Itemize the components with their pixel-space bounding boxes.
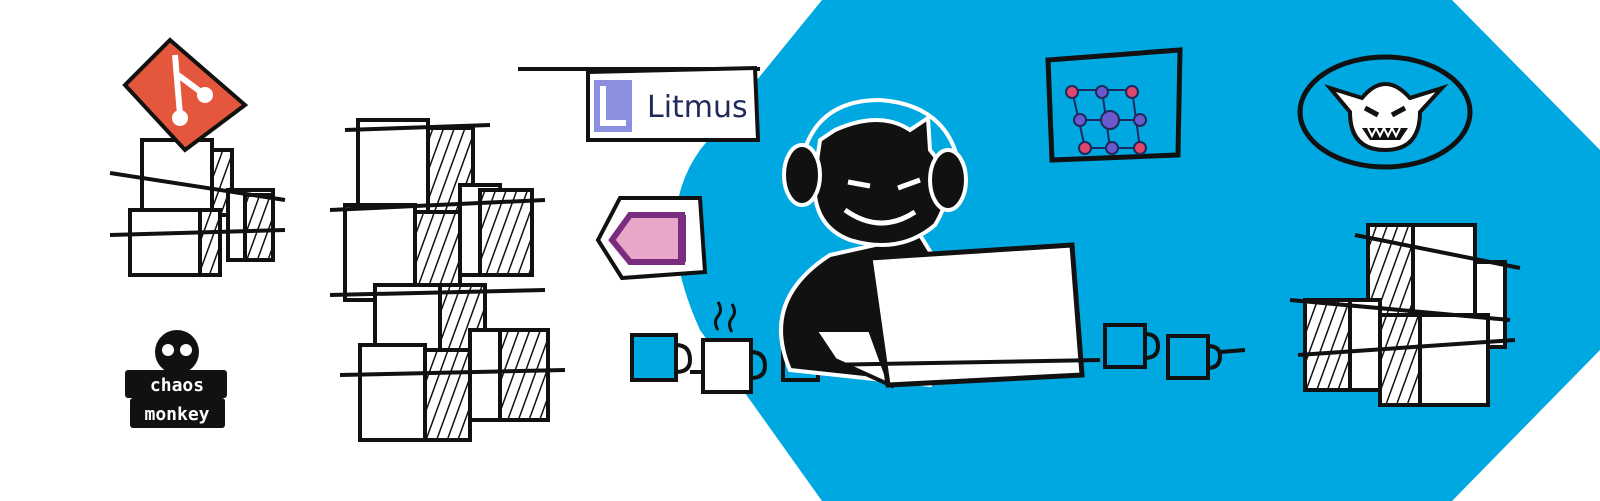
- cube-stack-left: [109, 138, 286, 277]
- network-mesh-icon: [1045, 47, 1183, 163]
- gremlin-logo-icon: [1297, 54, 1473, 170]
- litmus-label: Litmus: [647, 90, 748, 125]
- laptop-icon: [819, 242, 1101, 388]
- cube-stack-right: [1289, 223, 1521, 407]
- svg-text:chaos: chaos: [150, 375, 204, 396]
- svg-text:monkey: monkey: [144, 404, 209, 425]
- shield-sword-icon: [595, 196, 708, 281]
- cube-tower-middle: [329, 118, 566, 442]
- git-logo-icon: [122, 37, 249, 153]
- chaos-monkey-logo-icon: chaos monkey: [125, 330, 227, 428]
- litmus-logo-icon: Litmus: [586, 65, 761, 142]
- coffee-mug-icon: [630, 301, 1246, 394]
